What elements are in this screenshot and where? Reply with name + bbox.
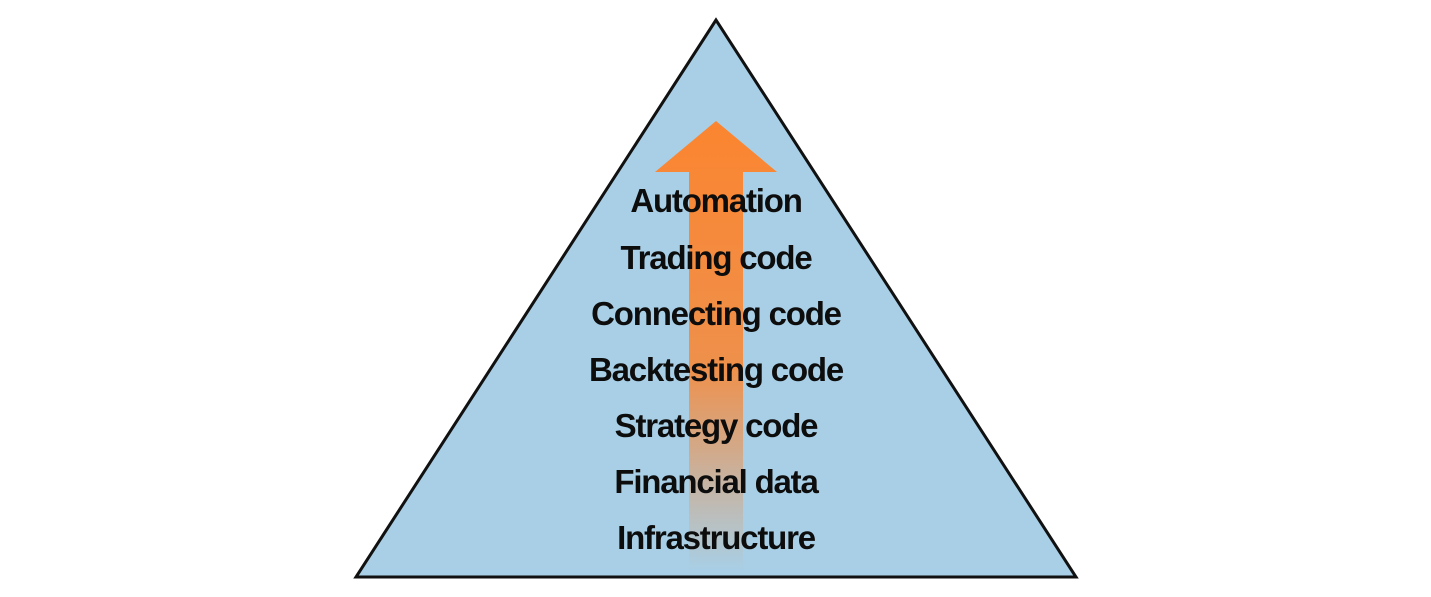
layer-label-trading-code: Trading code (621, 239, 813, 276)
layer-label-automation: Automation (630, 182, 801, 219)
layer-labels: Automation Trading code Connecting code … (589, 182, 845, 556)
layer-label-strategy-code: Strategy code (615, 407, 818, 444)
arrow-up-icon (655, 121, 777, 571)
layer-label-backtesting-code: Backtesting code (589, 351, 844, 388)
layer-label-financial-data: Financial data (614, 463, 819, 500)
layer-label-connecting-code: Connecting code (591, 295, 842, 332)
layer-label-infrastructure: Infrastructure (617, 519, 816, 556)
